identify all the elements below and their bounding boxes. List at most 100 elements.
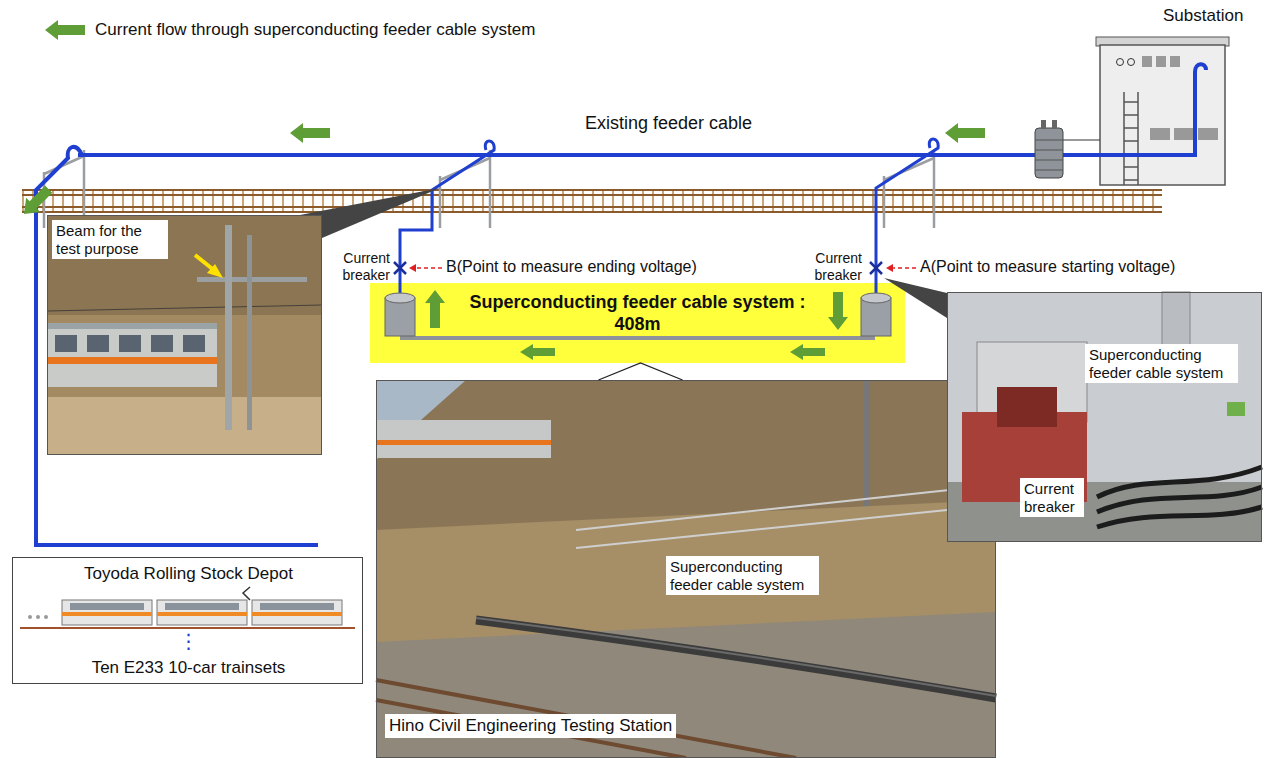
photo-inset: Superconducting feeder cable systemCurre… (947, 292, 1262, 542)
ladder (1124, 92, 1138, 185)
breaker-stroke (394, 262, 406, 274)
field-photo (376, 380, 996, 758)
photo-rail (376, 680, 796, 758)
fin (1035, 140, 1063, 141)
photo-gravel (376, 612, 996, 758)
pole-bracket (44, 156, 84, 174)
train-stripe (47, 357, 217, 364)
trainset-count: Ten E233 10-car trainsets (17, 658, 360, 678)
transformer (1035, 120, 1063, 178)
substation-building (1096, 37, 1229, 185)
ladder-rail (1123, 92, 1125, 185)
train-stripe (376, 440, 551, 445)
photo-fence (576, 485, 996, 530)
pointer-line (892, 267, 916, 269)
cable-system-band: Superconducting feeder cable system : 40… (370, 283, 905, 363)
train-window (119, 335, 141, 352)
flow-arrow (945, 123, 985, 143)
car-windows (165, 603, 239, 610)
pointer-line (414, 267, 442, 269)
flow-arrow (45, 20, 85, 40)
station-label: Hino Civil Engineering Testing Station (385, 714, 676, 738)
pointer-arrow-head (207, 264, 223, 278)
car-stripe (252, 612, 342, 616)
photo-inset: Beam for the test purpose (47, 215, 322, 455)
flow-arrow (425, 290, 445, 328)
breaker-stroke (394, 262, 406, 274)
photo-cable-highlight (476, 618, 996, 696)
photo-frame (948, 293, 1262, 542)
breaker-label: Current breaker (808, 250, 862, 283)
cylinder-top (861, 293, 891, 303)
photo-frame (377, 381, 996, 758)
pointer-head (409, 264, 416, 272)
car-body (157, 600, 247, 625)
bushing (1052, 120, 1057, 129)
breaker-stroke (870, 262, 882, 274)
leader-wedge (884, 278, 947, 318)
gauge (1128, 59, 1135, 66)
panel (1198, 128, 1218, 140)
photo-ground (47, 215, 322, 455)
car-windows (260, 603, 334, 610)
photo-cable (1097, 507, 1262, 527)
band-title: Superconducting feeder cable system : 40… (460, 291, 815, 335)
ladder-rung (1124, 114, 1138, 116)
superconducting-cable (400, 336, 875, 340)
flow-arrow (520, 344, 555, 360)
fin (1035, 170, 1063, 171)
photo-pole (247, 235, 252, 430)
photo-wire (47, 305, 322, 311)
ladder-rung (1124, 127, 1138, 129)
inset-label: Current breaker (1020, 478, 1084, 517)
more-dot (28, 615, 32, 619)
depot-name: Toyoda Rolling Stock Depot (17, 564, 360, 584)
leader-connector (599, 363, 683, 380)
pantograph (243, 587, 250, 600)
photo-rail (376, 700, 686, 758)
ladder-rung (1124, 179, 1138, 181)
photo-sky (376, 380, 996, 758)
pointer-head (886, 264, 893, 272)
fin (1035, 160, 1063, 161)
photo-hill (47, 215, 322, 315)
train-body (376, 420, 551, 458)
ladder-rung (1124, 166, 1138, 168)
cylinder-body (861, 298, 891, 336)
cable-label: Existing feeder cable (585, 113, 752, 134)
photo-cable (1097, 487, 1262, 512)
inset-label: Beam for the test purpose (52, 220, 168, 259)
photo-item (1227, 402, 1245, 416)
ladder-rung (1124, 101, 1138, 103)
car-stripe (62, 612, 152, 616)
train-body (47, 329, 217, 387)
ladder-rung (1124, 140, 1138, 142)
bushing (1041, 120, 1046, 129)
train-window (87, 335, 109, 352)
measure-point-label: B(Point to measure ending voltage) (446, 258, 697, 277)
flow-arrow (290, 123, 330, 143)
measure-point-label: A(Point to measure starting voltage) (920, 258, 1175, 277)
lab-photo (947, 292, 1262, 542)
car-body (252, 600, 342, 625)
transformer-wire (1063, 139, 1100, 140)
photo-pole (225, 225, 232, 430)
legend-text: Current flow through superconducting fee… (95, 20, 535, 40)
photo-wall (947, 292, 1262, 542)
gauge (1117, 59, 1124, 66)
breaker-label: Current breaker (336, 250, 390, 283)
panel (1174, 128, 1194, 140)
train-roof (47, 323, 217, 329)
panel (1150, 128, 1170, 140)
fin (1035, 150, 1063, 151)
rail (22, 189, 1162, 191)
pole (933, 150, 936, 228)
panel (1170, 56, 1180, 67)
inset-label: Superconducting feeder cable system (666, 556, 819, 595)
photo-inset: Superconducting feeder cable systemHino … (376, 380, 996, 758)
place-label: Substation (1163, 6, 1243, 26)
track-ties (22, 189, 1162, 213)
photo-breaker-frame (997, 387, 1057, 427)
depot-train (20, 587, 355, 628)
